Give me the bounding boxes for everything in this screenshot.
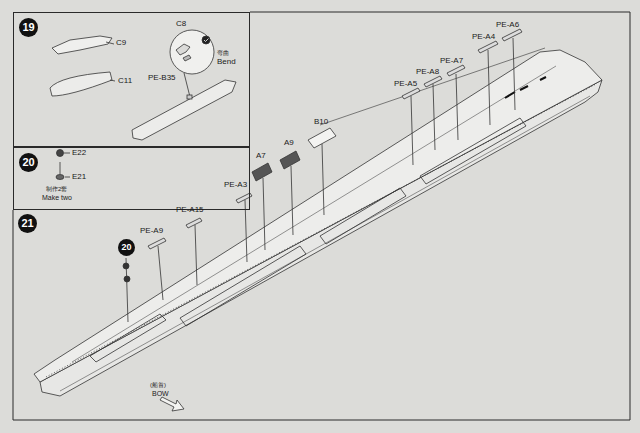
step-number: 21	[18, 214, 37, 233]
part-label: C9	[116, 39, 126, 47]
part-label: 制作2套	[46, 186, 67, 192]
part-label: PE-A9	[140, 227, 163, 235]
check-mark	[204, 39, 209, 42]
callout-circle: 20	[118, 239, 135, 256]
railing	[46, 84, 596, 377]
mast-part	[56, 175, 64, 180]
hatch	[420, 118, 526, 184]
leader-line	[126, 258, 128, 322]
leader-line	[488, 50, 490, 125]
leader-line	[291, 166, 293, 235]
part-label: Make two	[42, 194, 72, 201]
deck-part	[52, 36, 112, 54]
part-label: A9	[284, 139, 294, 147]
step-number: 19	[19, 18, 38, 37]
part-label: PE-B35	[148, 74, 176, 82]
hull-side	[40, 80, 602, 396]
detail-circle	[170, 30, 214, 74]
frame	[13, 12, 630, 420]
part-label: PE-A7	[440, 57, 463, 65]
inner-deck	[72, 66, 556, 362]
leader-line	[433, 84, 435, 150]
deck	[34, 50, 602, 382]
leader-line	[456, 74, 458, 140]
anchor-gear	[505, 77, 546, 98]
leader-line	[110, 80, 115, 81]
hatch	[320, 188, 406, 244]
part-label: PE-A6	[496, 21, 519, 29]
hull-part	[132, 80, 236, 140]
pe-part	[148, 238, 166, 249]
mast-part	[57, 150, 64, 157]
part-label: PE-A8	[416, 68, 439, 76]
leader-line	[64, 153, 70, 154]
part-label: 弯曲	[217, 50, 229, 56]
leader-line	[158, 246, 163, 300]
hatch	[180, 246, 306, 326]
hull-part	[50, 72, 112, 96]
bow-arrow	[160, 397, 184, 411]
leader-line	[60, 162, 61, 174]
part-label: C11	[118, 77, 132, 85]
step-number: 20	[19, 153, 38, 172]
part-label: PE-A3	[224, 181, 247, 189]
waterline	[60, 96, 590, 391]
part-label: BOW	[152, 390, 169, 397]
part-label: B10	[314, 118, 328, 126]
part-label: A7	[256, 152, 266, 160]
leader-line	[263, 178, 265, 250]
check-mark	[202, 36, 210, 44]
leader-line	[65, 177, 70, 178]
step-number: 20	[118, 239, 135, 256]
small-part	[176, 44, 190, 55]
part-label: E21	[72, 173, 86, 181]
part-label: (船首)	[150, 382, 166, 388]
part-label: PE-A4	[472, 33, 495, 41]
part-label: PE-A5	[394, 80, 417, 88]
upper-deck-edge	[320, 48, 545, 125]
leader-line	[513, 38, 515, 110]
leader-line	[106, 42, 114, 44]
grating-part	[280, 151, 300, 169]
leader-line	[322, 144, 324, 215]
part-label: E22	[72, 149, 86, 157]
step-panel: 21 20	[13, 210, 630, 420]
small-part	[183, 55, 191, 61]
leader-line	[195, 225, 197, 285]
part-label: C8	[176, 20, 186, 28]
leader-line	[184, 73, 190, 97]
pe-part	[186, 218, 202, 228]
pe-part	[502, 29, 522, 41]
leader-line	[411, 96, 413, 165]
part-label: PE-A15	[176, 206, 204, 214]
grating-part	[252, 163, 272, 181]
small-part	[187, 95, 192, 99]
part-label: Bend	[217, 58, 236, 66]
